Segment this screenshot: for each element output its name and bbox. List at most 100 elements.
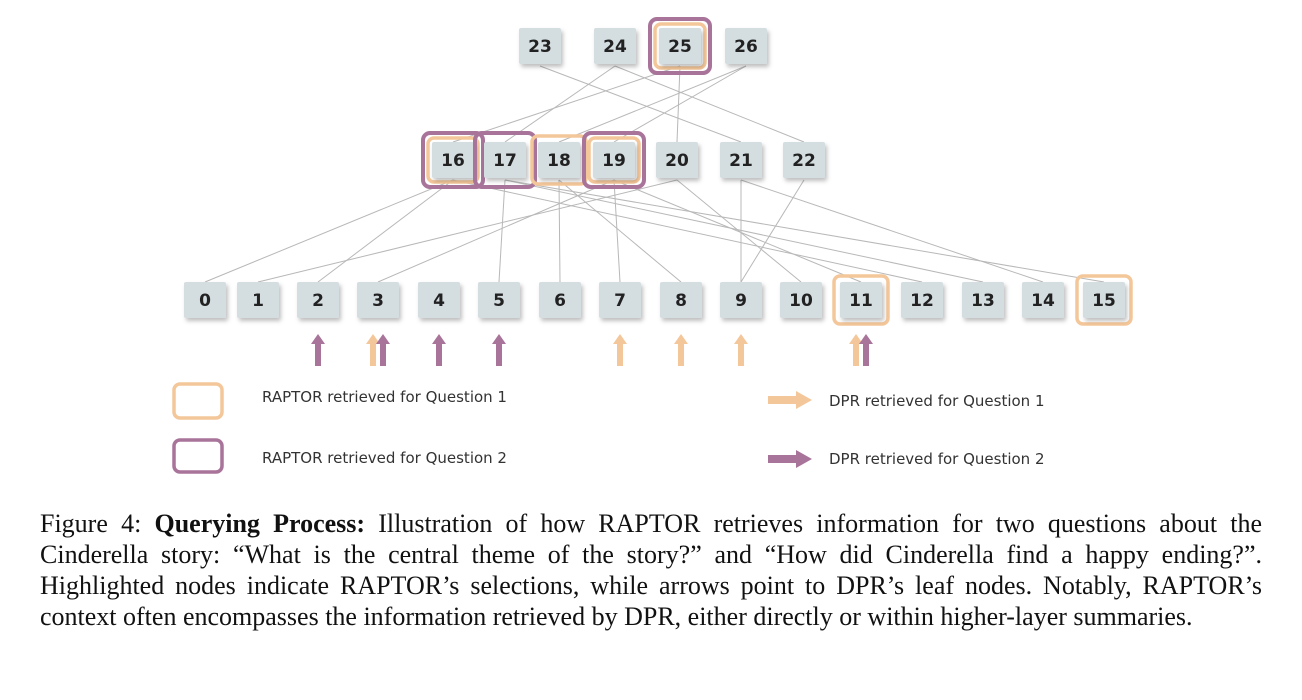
- node-box: [780, 282, 822, 318]
- node-box: [660, 282, 702, 318]
- node-label: 3: [372, 291, 384, 311]
- tree-edge: [558, 65, 747, 143]
- node-label: 6: [554, 291, 566, 311]
- raptor-q1-highlight: [426, 136, 480, 184]
- caption-text: Illustration of how RAPTOR retrieves inf…: [40, 509, 1263, 631]
- tree-edge: [504, 65, 616, 143]
- node-label: 23: [528, 37, 552, 57]
- node-label: 13: [971, 291, 995, 311]
- tree-edge: [614, 65, 805, 143]
- node-box: [593, 142, 635, 178]
- legend-dpr-q1-label: DPR retrieved for Question 1: [829, 392, 1045, 410]
- node-box: [901, 282, 943, 318]
- node-label: 8: [675, 291, 687, 311]
- tree-node: 17: [473, 131, 537, 189]
- tree-node: 3: [357, 282, 399, 318]
- node-label: 19: [602, 151, 626, 171]
- node-box: [783, 142, 825, 178]
- node-box: [418, 282, 460, 318]
- legend: RAPTOR retrieved for Question 1 RAPTOR r…: [172, 382, 1045, 474]
- tree-edge: [740, 179, 805, 283]
- node-label: 25: [668, 37, 692, 57]
- raptor-q1-highlight: [587, 136, 641, 184]
- node-label: 5: [493, 291, 505, 311]
- node-label: 14: [1031, 291, 1055, 311]
- node-box: [720, 142, 762, 178]
- node-box: [478, 282, 520, 318]
- legend-raptor-q1-label: RAPTOR retrieved for Question 1: [262, 388, 507, 406]
- dpr-q2-arrow-icon: [492, 334, 506, 366]
- dpr-q1-arrow-icon: [734, 334, 748, 366]
- dpr-q1-arrow-icon: [613, 334, 627, 366]
- raptor-q1-highlight: [832, 274, 890, 326]
- node-label: 17: [493, 151, 517, 171]
- node-label: 7: [614, 291, 626, 311]
- tree-node: 22: [783, 142, 825, 178]
- node-label: 1: [252, 291, 264, 311]
- dpr-q2-arrow-icon: [376, 334, 390, 366]
- tree-edge: [613, 65, 747, 143]
- tree-edge: [676, 179, 802, 283]
- tree-edge: [317, 179, 454, 283]
- tree-node: 20: [656, 142, 698, 178]
- tree-edge: [676, 65, 681, 143]
- tree-node: 9: [720, 282, 762, 318]
- tree-node: 4: [418, 282, 460, 318]
- tree-node: 8: [660, 282, 702, 318]
- dpr-q2-arrow-icon: [311, 334, 325, 366]
- tree-node: 7: [599, 282, 641, 318]
- tree-node: 14: [1022, 282, 1064, 318]
- tree-edges: [204, 65, 1105, 283]
- node-box: [357, 282, 399, 318]
- legend-raptor-q2-label: RAPTOR retrieved for Question 2: [262, 449, 507, 467]
- node-box: [484, 142, 526, 178]
- tree-edge: [613, 179, 621, 283]
- tree-edge: [257, 179, 678, 283]
- node-label: 22: [792, 151, 816, 171]
- tree-node: 2: [297, 282, 339, 318]
- node-box: [539, 282, 581, 318]
- node-label: 0: [199, 291, 211, 311]
- tree-node: 0: [184, 282, 226, 318]
- tree-edge: [558, 179, 561, 283]
- node-label: 12: [910, 291, 934, 311]
- tree-node: 1: [237, 282, 279, 318]
- tree-node: 16: [421, 131, 485, 189]
- caption-title: Querying Process:: [154, 509, 366, 538]
- raptor-q1-highlight: [1075, 274, 1133, 326]
- node-box: [840, 282, 882, 318]
- node-box: [1022, 282, 1064, 318]
- node-label: 15: [1092, 291, 1116, 311]
- caption-prefix: Figure 4:: [40, 509, 155, 538]
- legend-dpr-q1-arrow-icon: [768, 391, 812, 409]
- node-box: [656, 142, 698, 178]
- legend-raptor-q1-box: [172, 382, 224, 420]
- tree-edge: [558, 179, 682, 283]
- node-box: [720, 282, 762, 318]
- node-label: 9: [735, 291, 747, 311]
- tree-node: 10: [780, 282, 822, 318]
- node-box: [599, 282, 641, 318]
- legend-raptor-q2-box: [172, 438, 224, 474]
- node-box: [1083, 282, 1125, 318]
- dpr-q1-arrow-icon: [674, 334, 688, 366]
- raptor-q2-highlight: [582, 131, 646, 189]
- dpr-q2-arrow-icon: [432, 334, 446, 366]
- figure-caption: Figure 4: Querying Process: Illustration…: [40, 508, 1262, 632]
- tree-edge: [504, 179, 1105, 283]
- node-label: 21: [729, 151, 753, 171]
- tree-node: 18: [530, 134, 588, 186]
- node-box: [297, 282, 339, 318]
- node-label: 20: [665, 151, 689, 171]
- tree-edge: [504, 179, 984, 283]
- raptor-q1-highlight: [653, 22, 707, 70]
- raptor-q2-highlight: [421, 131, 485, 189]
- tree-edge: [204, 179, 454, 283]
- legend-dpr-q2-label: DPR retrieved for Question 2: [829, 450, 1045, 468]
- node-box: [538, 142, 580, 178]
- tree-node: 26: [725, 28, 767, 64]
- node-box: [725, 28, 767, 64]
- dpr-q2-arrow-icon: [859, 334, 873, 366]
